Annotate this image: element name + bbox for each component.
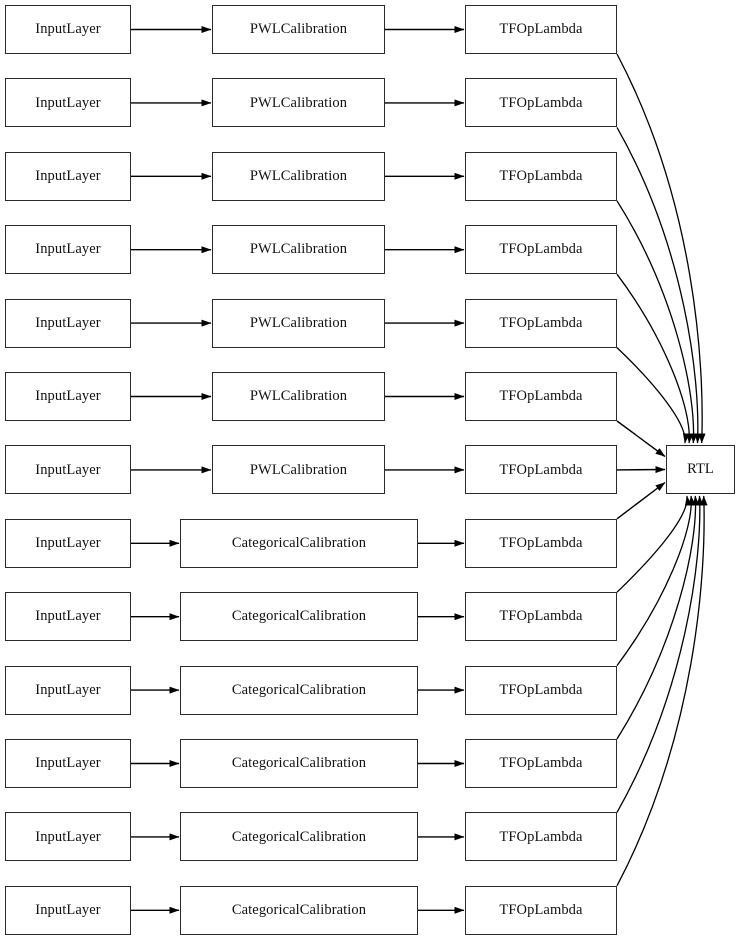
edge-lambda-to-rtl-4 [616, 347, 690, 444]
node-input-layer-9-label: InputLayer [35, 681, 101, 698]
node-rtl-label: RTL [687, 461, 714, 478]
edge-lambda-to-rtl-1 [616, 127, 702, 444]
node-input-layer-9[interactable]: InputLayer [5, 665, 131, 715]
node-calibration-1-label: PWLCalibration [249, 94, 348, 111]
node-calibration-1[interactable]: PWLCalibration [212, 78, 385, 128]
node-input-layer-6-label: InputLayer [35, 461, 101, 478]
node-calibration-10[interactable]: CategoricalCalibration [180, 739, 418, 788]
node-input-layer-10[interactable]: InputLayer [5, 739, 131, 788]
node-input-layer-4-label: InputLayer [35, 314, 101, 331]
edge-lambda-to-rtl-10 [616, 495, 700, 740]
node-tfoplambda-1[interactable]: TFOpLambda [465, 78, 617, 128]
edge-lambda-to-rtl-12 [616, 495, 708, 887]
node-calibration-5-label: PWLCalibration [249, 388, 348, 405]
node-calibration-12-label: CategoricalCalibration [231, 902, 367, 919]
node-calibration-8[interactable]: CategoricalCalibration [180, 592, 418, 642]
node-input-layer-2[interactable]: InputLayer [5, 151, 131, 201]
node-tfoplambda-6-label: TFOpLambda [499, 461, 583, 478]
node-input-layer-0-label: InputLayer [35, 21, 101, 38]
node-calibration-4-label: PWLCalibration [249, 314, 348, 331]
node-calibration-10-label: CategoricalCalibration [231, 755, 367, 772]
node-tfoplambda-3-label: TFOpLambda [499, 241, 583, 258]
node-calibration-9[interactable]: CategoricalCalibration [180, 665, 418, 715]
node-tfoplambda-1-label: TFOpLambda [499, 94, 583, 111]
node-input-layer-5-label: InputLayer [35, 388, 101, 405]
node-tfoplambda-11[interactable]: TFOpLambda [465, 812, 617, 862]
node-tfoplambda-2[interactable]: TFOpLambda [465, 151, 617, 201]
node-input-layer-3[interactable]: InputLayer [5, 225, 131, 275]
node-input-layer-11-label: InputLayer [35, 828, 101, 845]
node-input-layer-7-label: InputLayer [35, 535, 101, 552]
node-tfoplambda-5[interactable]: TFOpLambda [465, 372, 617, 421]
node-rtl-output[interactable]: RTL [666, 445, 735, 494]
edge-lambda-to-rtl-8 [616, 495, 692, 593]
edge-lambda-to-rtl-5 [616, 420, 666, 458]
node-tfoplambda-8[interactable]: TFOpLambda [465, 592, 617, 642]
node-tfoplambda-0[interactable]: TFOpLambda [465, 5, 617, 54]
node-calibration-6-label: PWLCalibration [249, 461, 348, 478]
edge-lambda-to-rtl-0 [616, 53, 706, 444]
node-input-layer-8-label: InputLayer [35, 608, 101, 625]
node-tfoplambda-10-label: TFOpLambda [499, 755, 583, 772]
node-calibration-9-label: CategoricalCalibration [231, 681, 367, 698]
node-input-layer-4[interactable]: InputLayer [5, 298, 131, 348]
node-tfoplambda-9-label: TFOpLambda [499, 681, 583, 698]
node-input-layer-10-label: InputLayer [35, 755, 101, 772]
node-calibration-5[interactable]: PWLCalibration [212, 372, 385, 421]
node-calibration-6[interactable]: PWLCalibration [212, 445, 385, 495]
edge-lambda-to-rtl-3 [616, 273, 694, 444]
node-input-layer-5[interactable]: InputLayer [5, 372, 131, 421]
node-tfoplambda-4[interactable]: TFOpLambda [465, 298, 617, 348]
node-tfoplambda-5-label: TFOpLambda [499, 388, 583, 405]
node-input-layer-7[interactable]: InputLayer [5, 518, 131, 568]
node-input-layer-3-label: InputLayer [35, 241, 101, 258]
node-calibration-3[interactable]: PWLCalibration [212, 225, 385, 275]
node-tfoplambda-8-label: TFOpLambda [499, 608, 583, 625]
node-calibration-8-label: CategoricalCalibration [231, 608, 367, 625]
node-calibration-4[interactable]: PWLCalibration [212, 298, 385, 348]
edge-lambda-to-rtl-7 [616, 481, 666, 520]
node-tfoplambda-9[interactable]: TFOpLambda [465, 665, 617, 715]
node-calibration-7-label: CategoricalCalibration [231, 535, 367, 552]
node-calibration-11-label: CategoricalCalibration [231, 828, 367, 845]
node-calibration-7[interactable]: CategoricalCalibration [180, 518, 418, 568]
edge-lambda-to-rtl-2 [616, 200, 698, 444]
node-calibration-11[interactable]: CategoricalCalibration [180, 812, 418, 862]
node-tfoplambda-10[interactable]: TFOpLambda [465, 739, 617, 788]
node-input-layer-12-label: InputLayer [35, 902, 101, 919]
node-tfoplambda-7[interactable]: TFOpLambda [465, 518, 617, 568]
node-calibration-2[interactable]: PWLCalibration [212, 151, 385, 201]
node-input-layer-1-label: InputLayer [35, 94, 101, 111]
node-input-layer-11[interactable]: InputLayer [5, 812, 131, 862]
node-tfoplambda-6[interactable]: TFOpLambda [465, 445, 617, 495]
node-input-layer-1[interactable]: InputLayer [5, 78, 131, 128]
node-tfoplambda-7-label: TFOpLambda [499, 535, 583, 552]
node-calibration-0[interactable]: PWLCalibration [212, 5, 385, 54]
edge-lambda-to-rtl-11 [616, 495, 704, 813]
node-tfoplambda-12[interactable]: TFOpLambda [465, 885, 617, 935]
node-calibration-12[interactable]: CategoricalCalibration [180, 885, 418, 935]
node-tfoplambda-11-label: TFOpLambda [499, 828, 583, 845]
node-tfoplambda-12-label: TFOpLambda [499, 902, 583, 919]
node-input-layer-0[interactable]: InputLayer [5, 5, 131, 54]
node-tfoplambda-0-label: TFOpLambda [499, 21, 583, 38]
node-input-layer-12[interactable]: InputLayer [5, 885, 131, 935]
node-input-layer-8[interactable]: InputLayer [5, 592, 131, 642]
node-tfoplambda-2-label: TFOpLambda [499, 168, 583, 185]
node-input-layer-6[interactable]: InputLayer [5, 445, 131, 495]
node-tfoplambda-4-label: TFOpLambda [499, 314, 583, 331]
edge-lambda-to-rtl-9 [616, 495, 696, 666]
node-calibration-0-label: PWLCalibration [249, 21, 348, 38]
node-calibration-3-label: PWLCalibration [249, 241, 348, 258]
node-calibration-2-label: PWLCalibration [249, 168, 348, 185]
node-input-layer-2-label: InputLayer [35, 168, 101, 185]
node-tfoplambda-3[interactable]: TFOpLambda [465, 225, 617, 275]
